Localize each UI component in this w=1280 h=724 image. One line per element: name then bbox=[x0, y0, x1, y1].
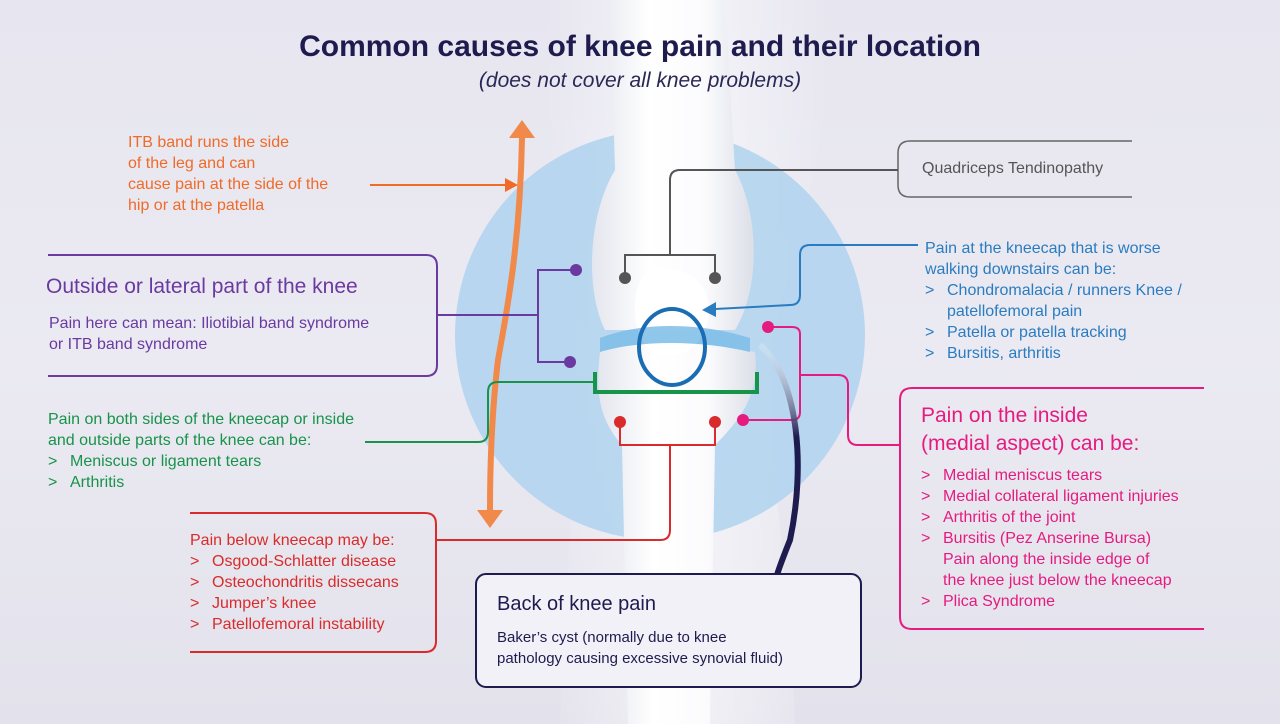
kneecap-list: Chondromalacia / runners Knee / patellof… bbox=[925, 280, 1182, 364]
list-item: Patellofemoral instability bbox=[190, 614, 399, 635]
medial-heading: Pain on the inside (medial aspect) can b… bbox=[921, 404, 1140, 455]
list-item: Chondromalacia / runners Knee / patellof… bbox=[925, 280, 1182, 322]
list-item: Osteochondritis dissecans bbox=[190, 572, 399, 593]
back-cord bbox=[757, 342, 801, 576]
itb-text: ITB band runs the side of the leg and ca… bbox=[128, 134, 329, 214]
list-item: Bursitis (Pez Anserine Bursa) Pain along… bbox=[921, 528, 1179, 591]
back-text: Baker’s cyst (normally due to knee patho… bbox=[497, 629, 783, 667]
itb-arrow-head-bottom bbox=[477, 510, 503, 528]
cartilage bbox=[600, 326, 750, 352]
kneecap-pointer-head bbox=[702, 302, 716, 317]
back-heading: Back of knee pain bbox=[497, 593, 656, 615]
list-item: Bursitis, arthritis bbox=[925, 343, 1182, 364]
below-intro: Pain below kneecap may be: bbox=[190, 532, 395, 549]
lateral-text: Pain here can mean: Iliotibial band synd… bbox=[49, 315, 370, 353]
list-item: Meniscus or ligament tears bbox=[48, 451, 261, 472]
list-item: Patella or patella tracking bbox=[925, 322, 1182, 343]
both-sides-text: Pain on both sides of the kneecap or ins… bbox=[48, 411, 354, 449]
list-item: Osgood-Schlatter disease bbox=[190, 551, 399, 572]
femur-bone bbox=[592, 0, 754, 330]
lateral-heading: Outside or lateral part of the knee bbox=[46, 275, 358, 298]
below-list: Osgood-Schlatter disease Osteochondritis… bbox=[190, 551, 399, 635]
page-subtitle: (does not cover all knee problems) bbox=[478, 69, 802, 92]
list-item: Arthritis bbox=[48, 472, 261, 493]
below-frame bbox=[190, 512, 437, 653]
list-item: Medial meniscus tears bbox=[921, 465, 1179, 486]
both-sides-list: Meniscus or ligament tears Arthritis bbox=[48, 451, 261, 493]
medial-list: Medial meniscus tears Medial collateral … bbox=[921, 465, 1179, 612]
itb-arrow-head-top bbox=[509, 120, 535, 138]
list-item: Arthritis of the joint bbox=[921, 507, 1179, 528]
page-title: Common causes of knee pain and their loc… bbox=[299, 30, 981, 63]
kneecap-text: Pain at the kneecap that is worse walkin… bbox=[925, 240, 1161, 278]
quad-label: Quadriceps Tendinopathy bbox=[922, 160, 1104, 177]
patella-ring bbox=[637, 307, 707, 387]
itb-arrow-line bbox=[487, 137, 525, 511]
list-item: Medial collateral ligament injuries bbox=[921, 486, 1179, 507]
list-item: Plica Syndrome bbox=[921, 591, 1179, 612]
medial-frame bbox=[899, 387, 1204, 630]
back-frame bbox=[475, 573, 862, 688]
itb-pointer-head bbox=[505, 178, 518, 192]
list-item: Jumper’s knee bbox=[190, 593, 399, 614]
